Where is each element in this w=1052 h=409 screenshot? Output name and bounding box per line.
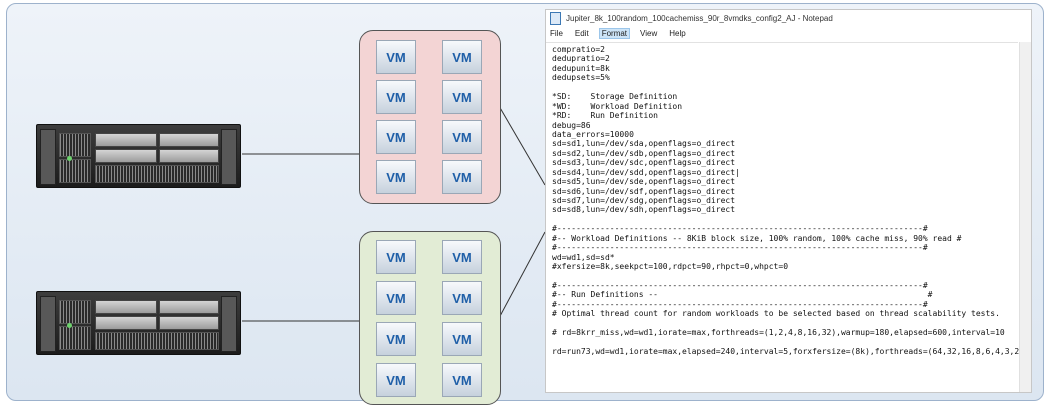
vm-box: VM <box>442 80 482 114</box>
vm-box: VM <box>442 281 482 315</box>
text-line: sd=sd4,lun=/dev/sdd,openflags=o_direct| <box>552 167 740 177</box>
text-line: sd=sd8,lun=/dev/sdh,openflags=o_direct <box>552 205 736 215</box>
vm-group-top-link <box>498 105 546 186</box>
menu-file[interactable]: File <box>550 28 563 38</box>
text-line: debug=86 <box>552 120 591 130</box>
vm-box: VM <box>376 240 416 274</box>
vm-box: VM <box>442 322 482 356</box>
vm-box: VM <box>442 40 482 74</box>
vm-box: VM <box>376 120 416 154</box>
text-line: sd=sd1,lun=/dev/sda,openflags=o_direct <box>552 139 736 149</box>
text-line: rd=run73,wd=wd1,iorate=max,elapsed=240,i… <box>552 347 1032 356</box>
text-line: #-- Workload Definitions -- 8KiB block s… <box>552 233 962 243</box>
text-line: compratio=2 <box>552 45 605 54</box>
text-line <box>552 319 1018 328</box>
text-line: #---------------------------------------… <box>552 299 928 309</box>
text-line: #xfersize=8k,seekpct=100,rdpct=90,rhpct=… <box>552 262 789 272</box>
text-line: *RD: Run Definition <box>552 111 658 121</box>
text-line: # Optimal thread count for random worklo… <box>552 309 1000 319</box>
vm-box: VM <box>376 322 416 356</box>
window-title: Jupiter_8k_100random_100cachemiss_90r_8v… <box>566 13 833 23</box>
text-line: sd=sd5,lun=/dev/sde,openflags=o_direct <box>552 177 736 187</box>
vm-box: VM <box>442 160 482 194</box>
server-top <box>36 124 241 188</box>
text-line <box>552 272 1018 281</box>
menu-bar: File Edit Format View Help <box>546 26 1031 40</box>
vm-box: VM <box>376 40 416 74</box>
text-line: sd=sd7,lun=/dev/sdg,openflags=o_direct <box>552 196 736 205</box>
text-line <box>552 338 1018 347</box>
menu-format[interactable]: Format <box>598 27 631 39</box>
vm-box: VM <box>442 120 482 154</box>
text-line: #---------------------------------------… <box>552 224 928 234</box>
text-line: *WD: Workload Definition <box>552 101 683 111</box>
vm-group-top: VM VM VM VM VM VM VM VM <box>359 30 501 204</box>
text-line: sd=sd2,lun=/dev/sdb,openflags=o_direct <box>552 148 736 158</box>
vm-box: VM <box>442 363 482 397</box>
vm-group-bottom-link <box>498 231 546 319</box>
vm-group-bottom: VM VM VM VM VM VM VM VM <box>359 231 501 405</box>
menu-help[interactable]: Help <box>669 28 686 38</box>
vertical-scrollbar[interactable] <box>1019 42 1031 392</box>
text-line: #-- Run Definitions -- # <box>552 290 933 300</box>
text-line: #---------------------------------------… <box>552 280 928 290</box>
text-line: data_errors=10000 <box>552 129 634 139</box>
notepad-titlebar: Jupiter_8k_100random_100cachemiss_90r_8v… <box>546 10 1031 26</box>
text-line: sd=sd3,lun=/dev/sdc,openflags=o_direct <box>552 158 736 168</box>
menu-view[interactable]: View <box>640 28 658 38</box>
vm-box: VM <box>376 80 416 114</box>
text-line: dedupsets=5% <box>552 73 610 83</box>
text-line: #---------------------------------------… <box>552 243 928 253</box>
menu-edit[interactable]: Edit <box>574 28 589 38</box>
vm-box: VM <box>442 240 482 274</box>
text-line <box>552 83 1018 92</box>
text-line <box>552 215 1018 224</box>
text-line: sd=sd6,lun=/dev/sdf,openflags=o_direct <box>552 186 736 196</box>
text-line: wd=wd1,sd=sd* <box>552 252 615 262</box>
text-line: dedupunit=8k <box>552 63 610 73</box>
notepad-window: Jupiter_8k_100random_100cachemiss_90r_8v… <box>545 9 1032 393</box>
text-line: *SD: Storage Definition <box>552 92 678 102</box>
vm-box: VM <box>376 281 416 315</box>
text-line: dedupratio=2 <box>552 54 610 64</box>
vm-box: VM <box>376 160 416 194</box>
text-line: # rd=8krr_miss,wd=wd1,iorate=max,forthre… <box>552 328 1005 338</box>
server-bottom <box>36 291 241 355</box>
vm-box: VM <box>376 363 416 397</box>
text-editor[interactable]: compratio=2 dedupratio=2 dedupunit=8k de… <box>546 42 1032 392</box>
notepad-icon <box>550 11 561 25</box>
